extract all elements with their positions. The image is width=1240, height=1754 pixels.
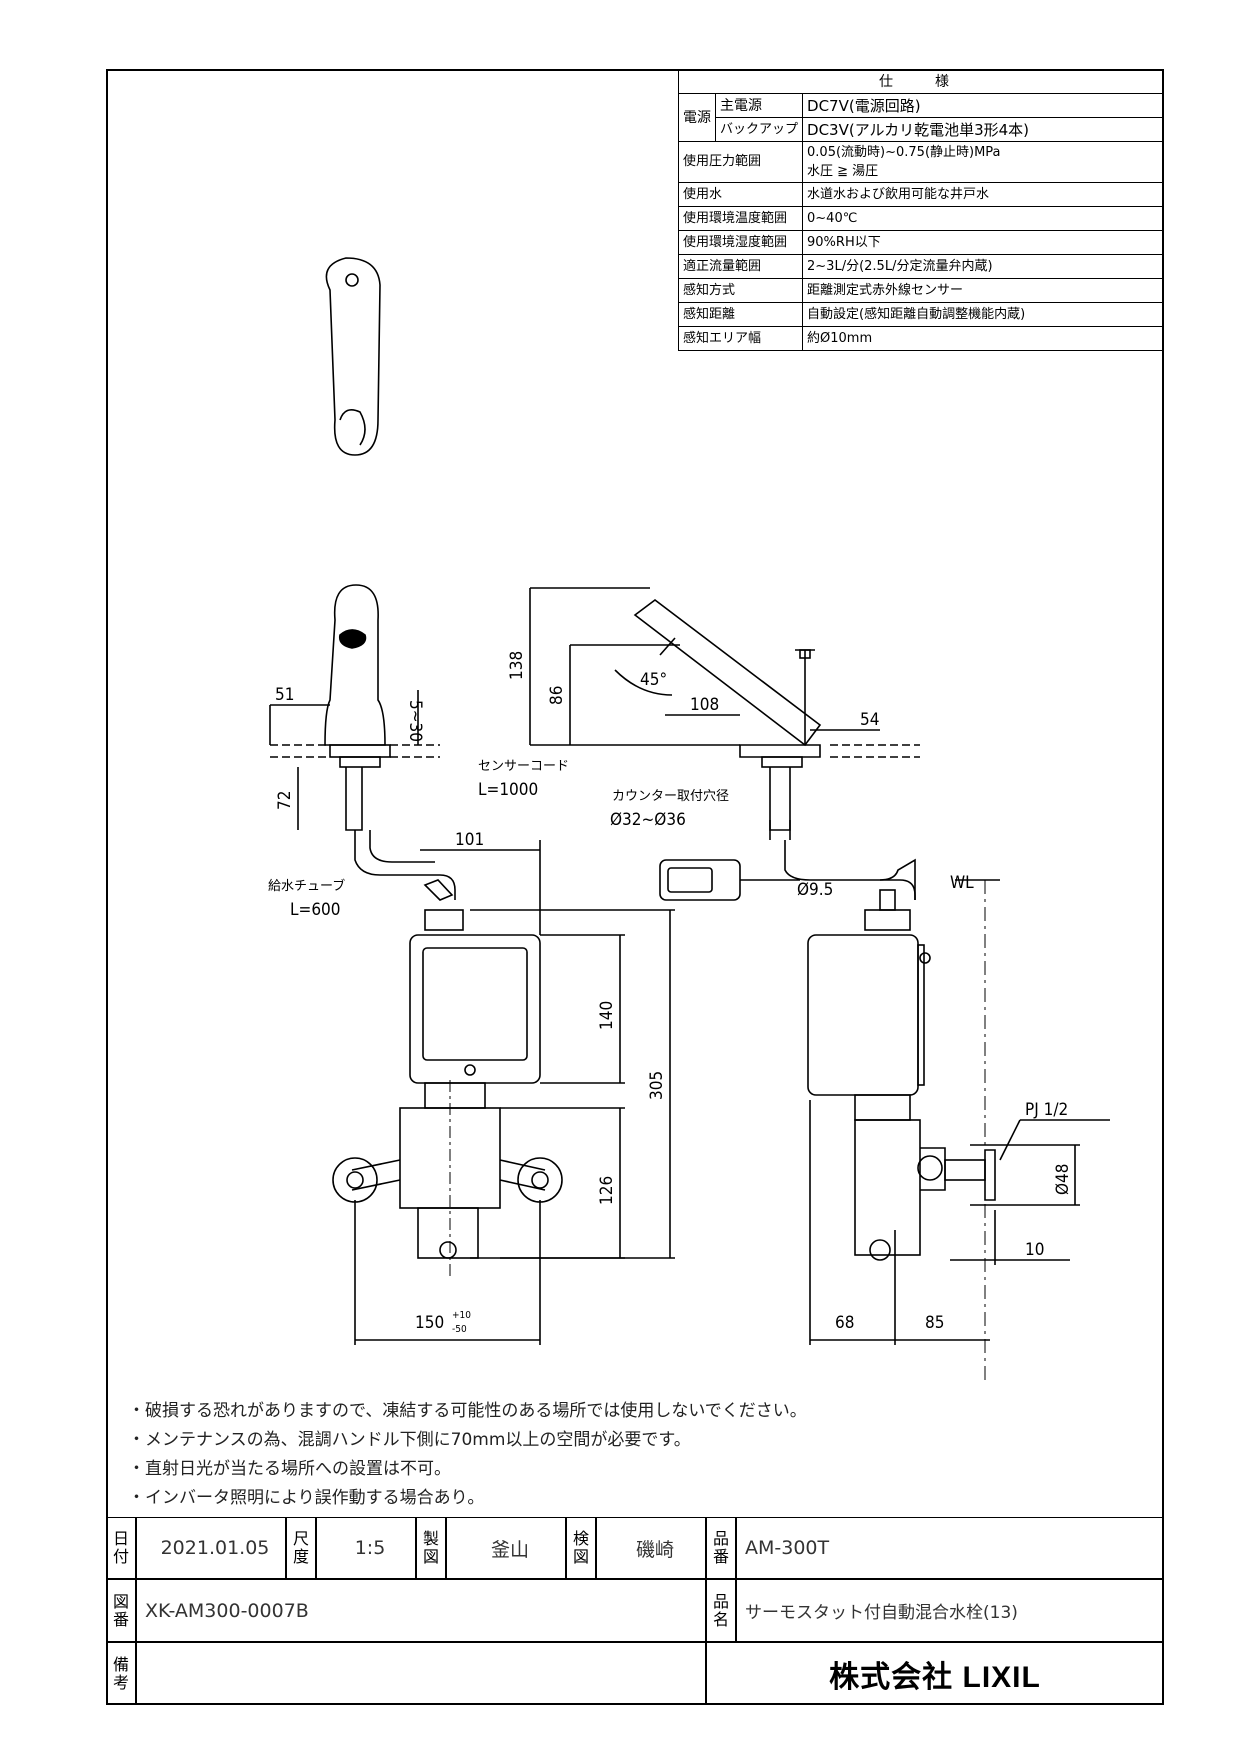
dim-9-5: Ø9.5 bbox=[797, 880, 833, 900]
notes: ・破損する恐れがありますので、凍結する可能性のある場所では使用しないでください。… bbox=[128, 1397, 807, 1513]
front-view-faucet bbox=[269, 584, 456, 900]
company-logo: 株式会社 LIXIL bbox=[829, 1660, 1041, 1694]
drawing-no-value: XK-AM300-0007B bbox=[136, 1579, 706, 1642]
dim-108: 108 bbox=[690, 695, 719, 715]
faucet-technical-drawing: 51 5~30 72 138 86 45° 108 54 101 140 305… bbox=[268, 257, 1110, 1380]
scale-value: 1:5 bbox=[316, 1517, 416, 1579]
remarks-value bbox=[136, 1642, 706, 1705]
dim-68: 68 bbox=[835, 1313, 854, 1333]
wl-label: WL bbox=[950, 873, 974, 893]
spec-value-2: 水圧 ≧ 湯圧 bbox=[807, 164, 879, 179]
spec-label: 使用環境温度範囲 bbox=[677, 206, 804, 231]
spec-value: 2~3L/分(2.5L/分定流量弁内蔵) bbox=[802, 254, 1164, 279]
title-block: 日付 2021.01.05 尺度 1:5 製図 釜山 検図 磯崎 品番 AM-3… bbox=[106, 1517, 1164, 1705]
part-no-label: 品番 bbox=[706, 1517, 736, 1579]
front-view-box bbox=[332, 840, 675, 1345]
sensor-cord-label: センサーコード bbox=[478, 759, 569, 774]
date-label: 日付 bbox=[106, 1517, 136, 1579]
dim-48: Ø48 bbox=[1053, 1164, 1073, 1196]
dim-138: 138 bbox=[507, 651, 527, 680]
spec-label: 使用環境湿度範囲 bbox=[677, 230, 804, 255]
sensor-cord-length: L=1000 bbox=[478, 780, 538, 800]
date-value: 2021.01.05 bbox=[136, 1517, 286, 1579]
counter-hole-value: Ø32~Ø36 bbox=[610, 810, 686, 830]
part-no-value: AM-300T bbox=[736, 1517, 1164, 1579]
spec-label: 感知エリア幅 bbox=[677, 326, 804, 351]
product-name-value: サーモスタット付自動混合水栓(13) bbox=[736, 1579, 1164, 1642]
dim-150-tol-up: +10 bbox=[452, 1310, 471, 1321]
spec-group-power: 電源 bbox=[678, 93, 716, 142]
spec-value: 0~40℃ bbox=[802, 206, 1164, 231]
spec-value: 0.05(流動時)~0.75(静止時)MPa bbox=[807, 145, 1001, 160]
supply-tube-length: L=600 bbox=[290, 900, 341, 920]
side-view-faucet bbox=[529, 587, 920, 900]
spec-value: 水道水および飲用可能な井戸水 bbox=[802, 182, 1164, 207]
dim-72: 72 bbox=[275, 791, 295, 810]
spec-table: 仕 様 電源 主電源 DC7V(電源回路) バックアップ DC3V(アルカリ乾電… bbox=[677, 69, 1164, 351]
spec-value: 約Ø10mm bbox=[802, 326, 1164, 351]
spec-label: 適正流量範囲 bbox=[677, 254, 804, 279]
dim-150-tol-dn: -50 bbox=[452, 1324, 467, 1335]
dim-10: 10 bbox=[1025, 1240, 1044, 1260]
dim-150: 150 bbox=[415, 1313, 444, 1333]
side-view-box bbox=[659, 858, 1110, 1380]
supply-tube-label: 給水チューブ bbox=[268, 878, 345, 894]
spec-label: 使用圧力範囲 bbox=[677, 141, 804, 183]
dim-86: 86 bbox=[547, 686, 567, 705]
dim-305: 305 bbox=[647, 1071, 667, 1100]
counter-hole-label: カウンター取付穴径 bbox=[612, 789, 729, 804]
note-item: ・破損する恐れがありますので、凍結する可能性のある場所では使用しないでください。 bbox=[128, 1401, 807, 1421]
dim-140: 140 bbox=[597, 1001, 617, 1030]
checked-label: 検図 bbox=[566, 1517, 596, 1579]
drawn-value: 釜山 bbox=[446, 1517, 566, 1579]
dim-5-30: 5~30 bbox=[405, 700, 425, 742]
drawing-no-label: 図番 bbox=[106, 1579, 136, 1642]
note-item: ・直射日光が当たる場所への設置は不可。 bbox=[128, 1459, 451, 1479]
drawn-label: 製図 bbox=[416, 1517, 446, 1579]
dim-101: 101 bbox=[455, 830, 484, 850]
dimension-labels: 51 5~30 72 138 86 45° 108 54 101 140 305… bbox=[268, 651, 1073, 1335]
spec-label: 使用水 bbox=[677, 182, 804, 207]
spec-value: 距離測定式赤外線センサー bbox=[802, 278, 1164, 303]
top-view bbox=[325, 257, 381, 456]
pj-label: PJ 1/2 bbox=[1025, 1100, 1068, 1120]
dim-54: 54 bbox=[860, 710, 879, 730]
spec-label: 主電源 bbox=[714, 93, 804, 118]
remarks-label: 備考 bbox=[106, 1642, 136, 1705]
checked-value: 磯崎 bbox=[596, 1517, 706, 1579]
dim-51: 51 bbox=[275, 685, 294, 705]
company-cell: 株式会社 LIXIL bbox=[706, 1642, 1164, 1705]
scale-label: 尺度 bbox=[286, 1517, 316, 1579]
note-item: ・インバータ照明により誤作動する場合あり。 bbox=[128, 1488, 485, 1508]
product-name-label: 品名 bbox=[706, 1579, 736, 1642]
dim-85: 85 bbox=[925, 1313, 944, 1333]
note-item: ・メンテナンスの為、混調ハンドル下側に70mm以上の空間が必要です。 bbox=[128, 1430, 691, 1450]
spec-label: 感知方式 bbox=[677, 278, 804, 303]
dim-45: 45° bbox=[640, 670, 667, 690]
spec-value: 自動設定(感知距離自動調整機能内蔵) bbox=[802, 302, 1164, 327]
dim-126: 126 bbox=[597, 1176, 617, 1205]
